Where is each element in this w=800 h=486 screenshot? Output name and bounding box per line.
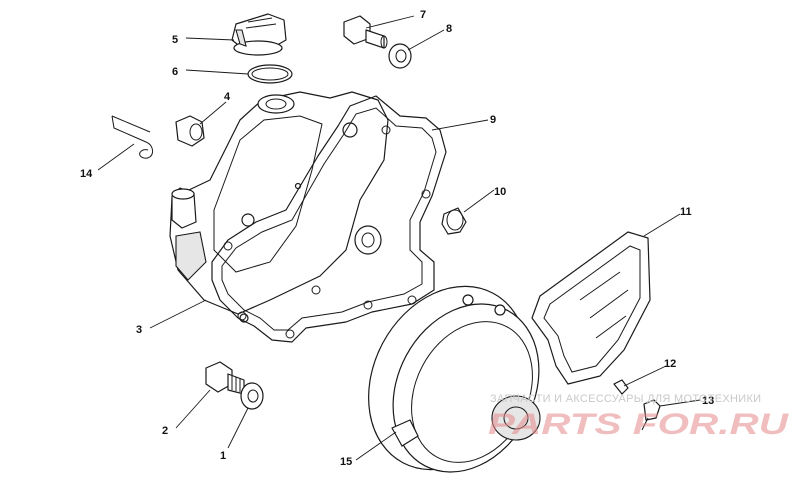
callout-3: 3 [136, 324, 142, 336]
part-11-sprocket-guard [531, 231, 651, 385]
callout-5: 5 [172, 34, 178, 46]
part-7-bolt [343, 15, 388, 49]
part-14-spring-clip [111, 115, 153, 159]
callout-9: 9 [490, 114, 496, 126]
callout-11: 11 [680, 206, 692, 218]
callout-8: 8 [446, 23, 452, 35]
part-10-bushing [441, 207, 467, 235]
part-9-gasket [211, 95, 447, 343]
callout-2: 2 [162, 425, 168, 437]
callout-1: 1 [220, 450, 226, 462]
part-2-drain-bolt [205, 361, 245, 395]
part-3-crankcase-cover [169, 91, 389, 323]
part-8-washer [388, 43, 412, 69]
callout-7: 7 [420, 9, 426, 21]
callout-10: 10 [494, 186, 506, 198]
leader-lines [97, 15, 701, 461]
part-4-plug [175, 115, 205, 147]
callout-numbers: 5 6 7 8 4 14 9 10 11 3 12 13 2 1 15 [80, 9, 714, 468]
part-12-clip [613, 379, 629, 395]
callout-15: 15 [340, 456, 352, 468]
part-1-sealing-washer [240, 382, 264, 410]
callout-4: 4 [224, 91, 231, 103]
callout-13: 13 [702, 395, 714, 407]
watermark-logo: PARTS FOR.RU [488, 408, 790, 441]
watermark-tagline: ЗАПЧАСТИ И АКСЕССУАРЫ ДЛЯ МОТОТЕХНИКИ [490, 393, 761, 405]
part-5-oil-filler-cap [231, 13, 287, 56]
watermark: ЗАПЧАСТИ И АКСЕССУАРЫ ДЛЯ МОТОТЕХНИКИ PA… [488, 393, 790, 441]
callout-12: 12 [664, 358, 676, 370]
part-6-o-ring [247, 64, 293, 84]
callout-6: 6 [172, 66, 178, 78]
callout-14: 14 [80, 168, 93, 180]
part-13-screw [641, 399, 661, 431]
part-15-generator-cover [368, 285, 541, 473]
